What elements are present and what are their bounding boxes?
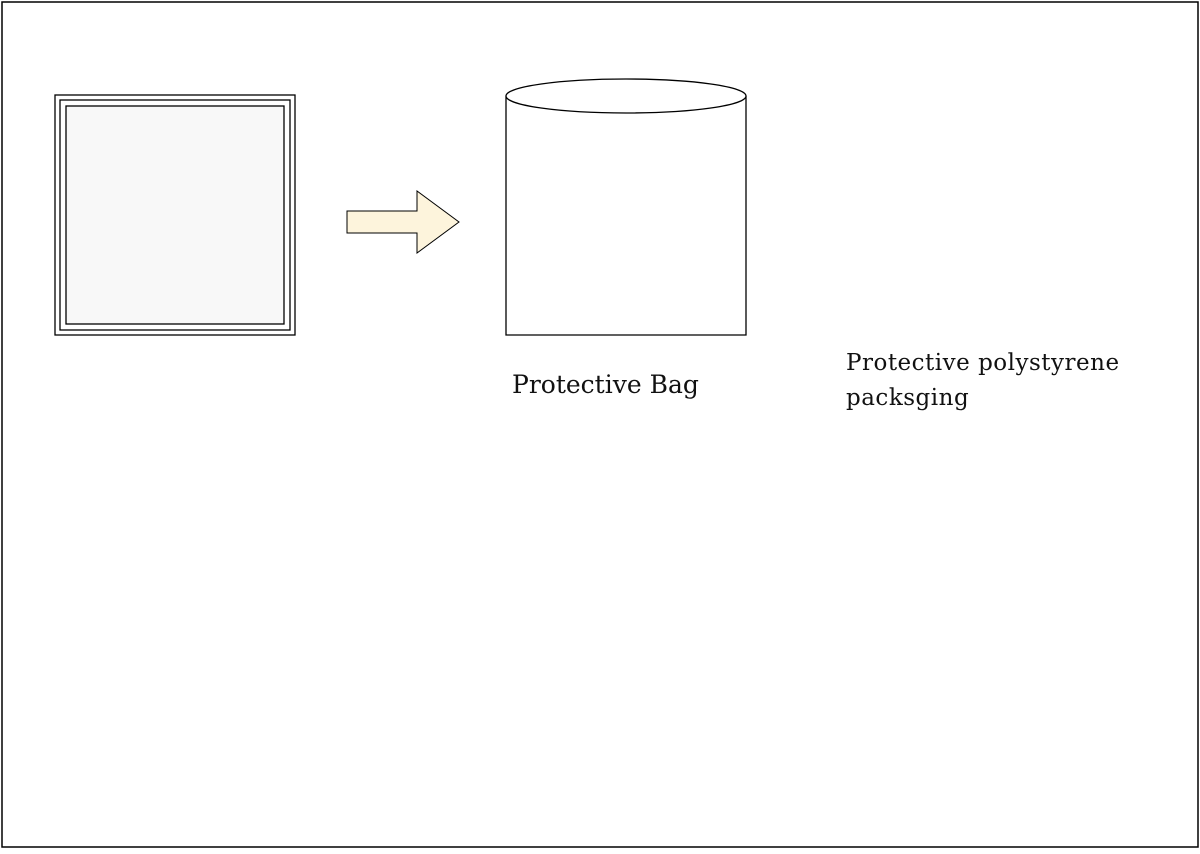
foam-label-line1: Protective polystyrene bbox=[846, 350, 1120, 376]
protective-bag bbox=[505, 78, 747, 336]
bag-label: Protective Bag bbox=[512, 370, 699, 399]
foam-label-line2: packsging bbox=[846, 385, 970, 411]
arrow-right-icon bbox=[346, 190, 460, 254]
flat-panel bbox=[54, 94, 296, 336]
